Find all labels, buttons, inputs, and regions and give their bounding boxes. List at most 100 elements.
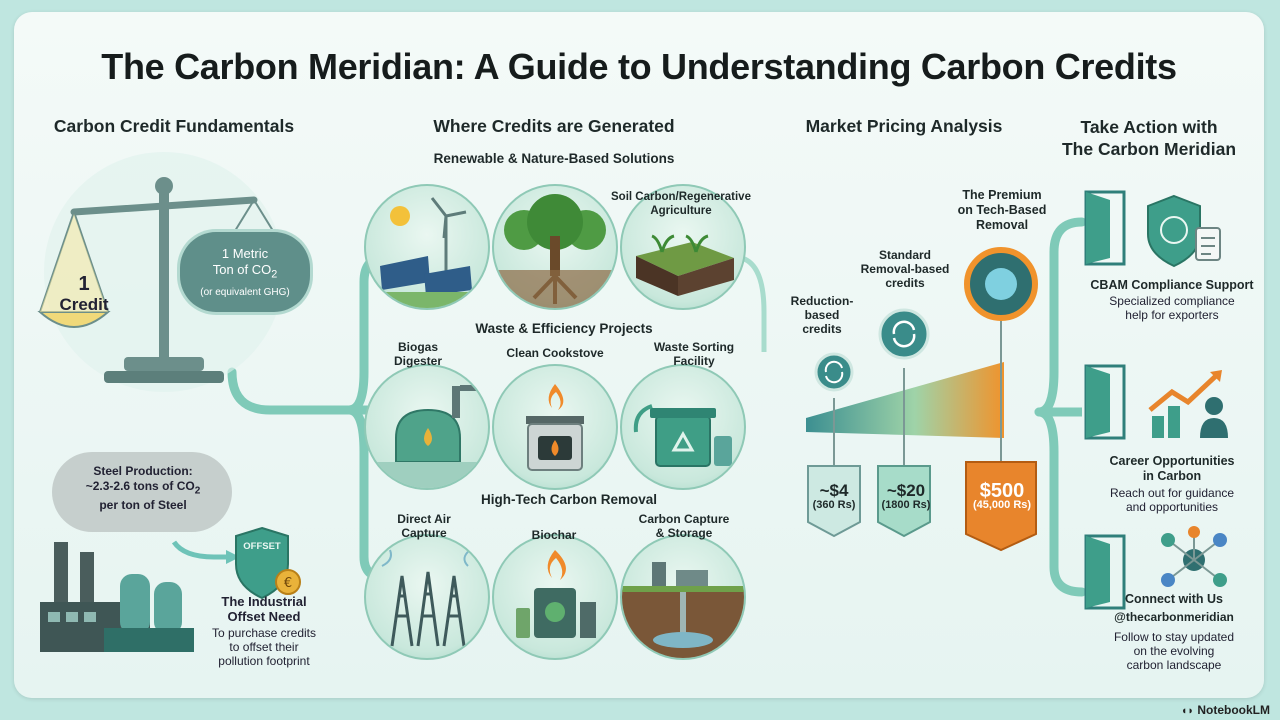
career-title1: Career Opportunities [1109, 454, 1235, 468]
label-sorting: Waste Sorting Facility [646, 340, 742, 368]
group-waste: Waste & Efficiency Projects [475, 321, 653, 336]
cookstove-icon [526, 384, 584, 471]
door-icon [1084, 534, 1126, 610]
page-title: The Carbon Meridian: A Guide to Understa… [101, 46, 1177, 87]
connect-desc3: carbon landscape [1126, 658, 1222, 672]
carbon-capture-storage-icon [622, 562, 744, 658]
direct-air-capture-icon [381, 549, 471, 647]
circle-dac [364, 534, 490, 660]
label-premium-line3: Removal [975, 218, 1029, 232]
social-network-icon [1161, 526, 1227, 587]
label-soil: Soil Carbon/Regenerative Agriculture [610, 190, 752, 218]
arrow-head-icon [226, 550, 240, 564]
tree-icon [494, 194, 616, 308]
circle-soil [620, 184, 746, 310]
career-title: Career Opportunities in Carbon [1098, 454, 1246, 484]
group-renewable: Renewable & Nature-Based Solutions [433, 151, 675, 166]
career-desc2: and opportunities [1125, 500, 1219, 514]
label-reduction: Reduction- based credits [784, 294, 860, 336]
co2-line1: 1 Metric [221, 246, 269, 261]
label-standard-line2: Removal-based [860, 262, 950, 276]
industrial-desc-line2: to offset their [229, 640, 299, 654]
heading-action-line1: Take Action with [1080, 117, 1218, 137]
price-tag-standard-sub: (1800 Rs) [881, 499, 931, 511]
label-biogas: Biogas Digester [378, 340, 458, 368]
compliance-shield-icon [1147, 194, 1221, 268]
steel-sub: 2 [194, 485, 201, 497]
label-reduction-line2: based [804, 308, 840, 322]
label-standard-line3: credits [885, 276, 925, 290]
price-tag-premium: $500 (45,000 Rs) [962, 480, 1042, 512]
price-tag-reduction-sub: (360 Rs) [812, 499, 856, 511]
cbam-desc1: Specialized compliance [1109, 294, 1235, 308]
door-icon [1084, 190, 1126, 266]
connect-desc1: Follow to stay updated [1113, 630, 1235, 644]
biochar-icon [516, 550, 596, 638]
label-dac-line2: Capture [401, 526, 447, 540]
solar-wind-icon [366, 197, 488, 308]
industrial-desc: To purchase credits to offset their poll… [199, 626, 329, 668]
factory-icon [40, 542, 194, 652]
soil-sprout-icon [636, 234, 734, 296]
label-dac: Direct Air Capture [374, 512, 474, 540]
circle-forest [492, 184, 618, 310]
steel-line2: ~2.3-2.6 tons of CO [85, 479, 195, 493]
recycle-bin-icon [633, 404, 732, 467]
label-premium: The Premium on Tech-Based Removal [940, 188, 1064, 233]
label-reduction-line3: credits [802, 322, 842, 336]
notebook-logo-icon: ◖◗ [1180, 705, 1194, 717]
steel-cloud-text: Steel Production: ~2.3-2.6 tons of CO2 p… [58, 464, 228, 513]
steel-line3: per ton of Steel [99, 498, 187, 513]
career-title2: in Carbon [1142, 469, 1202, 483]
label-reduction-line1: Reduction- [790, 294, 854, 308]
price-tag-reduction: ~$4 (360 Rs) [808, 481, 860, 512]
footer-text: NotebookLM [1197, 703, 1270, 717]
cbam-desc2: help for exporters [1125, 308, 1219, 322]
group-hightech: High-Tech Carbon Removal [480, 492, 658, 507]
co2-line2: Ton of CO [212, 262, 272, 277]
heading-pricing: Market Pricing Analysis [805, 116, 1003, 136]
circle-ccs [620, 534, 746, 660]
circle-renewables [364, 184, 490, 310]
connect-desc: Follow to stay updated on the evolving c… [1098, 630, 1250, 672]
career-growth-icon [1148, 370, 1228, 438]
infographic-card: The Carbon Meridian: A Guide to Understa… [14, 12, 1264, 698]
co2-cloud [180, 232, 310, 312]
industrial-desc-line1: To purchase credits [211, 626, 317, 640]
offset-shield-icon: € [235, 526, 301, 600]
career-desc: Reach out for guidance and opportunities [1098, 486, 1246, 514]
circle-cookstove [492, 364, 618, 490]
price-tag-premium-value: $500 [979, 480, 1025, 502]
label-standard: Standard Removal-based credits [850, 248, 960, 290]
co2-sub: 2 [271, 268, 278, 281]
door-icon [1084, 364, 1126, 440]
price-tag-reduction-value: ~$4 [819, 481, 849, 500]
heading-action-line2: The Carbon Meridian [1061, 139, 1237, 159]
heading-action: Take Action with The Carbon Meridian [1044, 116, 1254, 160]
label-ccs: Carbon Capture & Storage [632, 512, 736, 540]
steel-cloud [52, 452, 232, 532]
industrial-title-line1: The Industrial [221, 594, 307, 609]
steel-line1: Steel Production: [93, 464, 193, 478]
circle-sorting [620, 364, 746, 490]
connect-title: Connect with Us [1125, 592, 1223, 606]
price-tag-standard: ~$20 (1800 Rs) [876, 482, 936, 512]
circle-biochar [492, 534, 618, 660]
industrial-desc-line3: pollution footprint [218, 654, 310, 668]
label-cookstove: Clean Cookstove [506, 346, 604, 360]
footer-brand: ◖◗ NotebookLM [1181, 703, 1270, 717]
price-tag-premium-sub: (45,000 Rs) [972, 499, 1032, 511]
label-dac-line1: Direct Air [397, 512, 451, 526]
label-premium-line2: on Tech-Based [957, 203, 1047, 217]
label-standard-line1: Standard [878, 248, 931, 262]
flow-path-r-bottom [1034, 407, 1087, 597]
label-sorting-line1: Waste Sorting [653, 340, 735, 354]
connect-handle[interactable]: @thecarbonmeridian [1114, 610, 1234, 624]
credit-word: Credit [59, 295, 109, 314]
credit-one: 1 [78, 273, 90, 295]
heading-fundamentals: Carbon Credit Fundamentals [53, 116, 295, 136]
career-desc1: Reach out for guidance [1109, 486, 1235, 500]
label-premium-line1: The Premium [962, 188, 1042, 202]
biogas-digester-icon [366, 385, 488, 488]
label-biogas-line2: Digester [393, 354, 443, 368]
